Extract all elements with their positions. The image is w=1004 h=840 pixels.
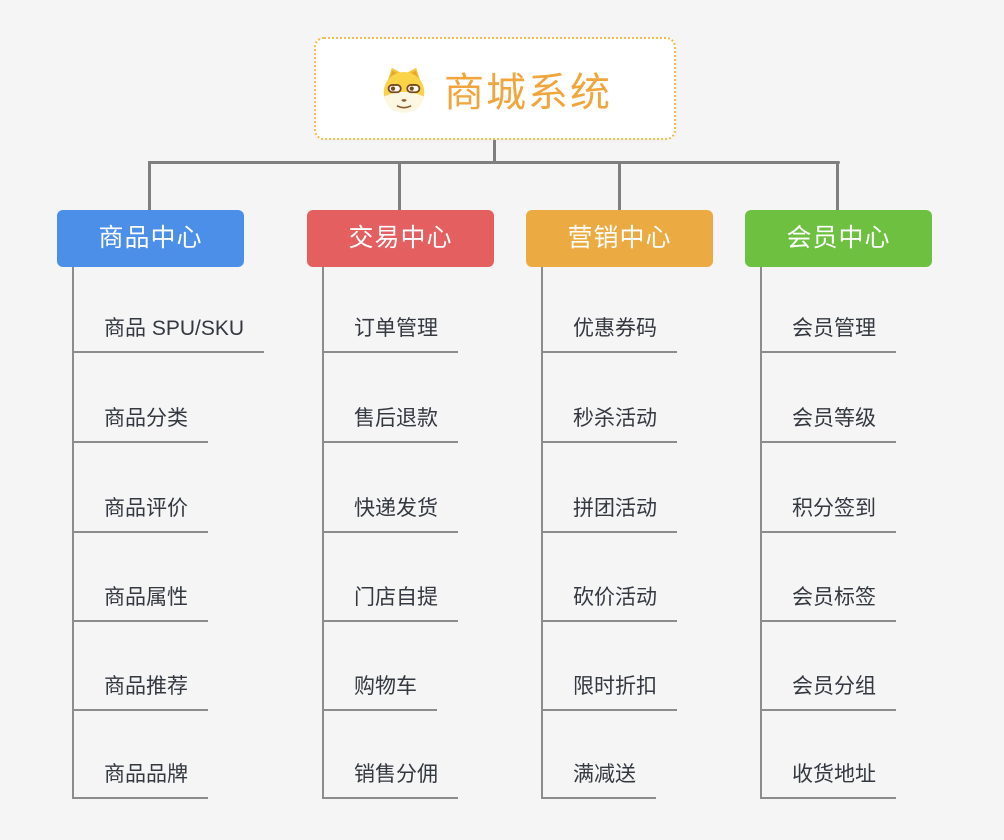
branch-topic[interactable]: 交易中心 (307, 210, 494, 267)
branch-trunk-line (760, 267, 762, 799)
child-topic[interactable]: 商品属性 (72, 581, 208, 622)
child-topic[interactable]: 商品 SPU/SKU (72, 312, 265, 353)
connector-drop-4 (836, 161, 839, 210)
child-topic[interactable]: 商品推荐 (72, 670, 208, 711)
branch-trunk-line (72, 267, 74, 799)
connector-drop-3 (618, 161, 621, 210)
child-topic[interactable]: 售后退款 (322, 402, 458, 443)
branch-trunk-line (322, 267, 324, 799)
branch-trunk-line (541, 267, 543, 799)
child-topic[interactable]: 积分签到 (760, 492, 896, 533)
child-topic[interactable]: 秒杀活动 (541, 402, 677, 443)
branch-group: 会员中心会员管理会员等级积分签到会员标签会员分组收货地址 (745, 210, 995, 810)
connector-drop-2 (398, 161, 401, 210)
connector-bus (148, 161, 840, 164)
child-topic[interactable]: 订单管理 (322, 312, 458, 353)
child-topic[interactable]: 购物车 (322, 670, 437, 711)
child-topic[interactable]: 满减送 (541, 758, 656, 799)
child-topic[interactable]: 会员标签 (760, 581, 896, 622)
branch-group: 营销中心优惠券码秒杀活动拼团活动砍价活动限时折扣满减送 (526, 210, 776, 810)
branch-topic[interactable]: 会员中心 (745, 210, 932, 267)
child-topic[interactable]: 会员管理 (760, 312, 896, 353)
connector-root-drop (493, 140, 496, 163)
child-topic[interactable]: 收货地址 (760, 758, 896, 799)
child-topic[interactable]: 限时折扣 (541, 670, 677, 711)
child-topic[interactable]: 会员等级 (760, 402, 896, 443)
child-topic[interactable]: 门店自提 (322, 581, 458, 622)
child-topic[interactable]: 优惠券码 (541, 312, 677, 353)
branch-topic[interactable]: 商品中心 (57, 210, 244, 267)
child-topic[interactable]: 商品评价 (72, 492, 208, 533)
child-topic[interactable]: 销售分佣 (322, 758, 458, 799)
child-topic[interactable]: 砍价活动 (541, 581, 677, 622)
child-topic[interactable]: 会员分组 (760, 670, 896, 711)
connector-drop-1 (148, 161, 151, 210)
root-topic[interactable]: 商城系统 (314, 37, 676, 140)
branch-group: 交易中心订单管理售后退款快递发货门店自提购物车销售分佣 (307, 210, 557, 810)
branch-topic[interactable]: 营销中心 (526, 210, 713, 267)
child-topic[interactable]: 拼团活动 (541, 492, 677, 533)
branch-group: 商品中心商品 SPU/SKU 商品分类商品评价商品属性商品推荐商品品牌 (57, 210, 307, 810)
child-topic[interactable]: 商品品牌 (72, 758, 208, 799)
child-topic[interactable]: 快递发货 (322, 492, 458, 533)
root-topic-label: 商城系统 (444, 70, 612, 115)
doge-face-icon (378, 63, 430, 115)
child-topic[interactable]: 商品分类 (72, 402, 208, 443)
